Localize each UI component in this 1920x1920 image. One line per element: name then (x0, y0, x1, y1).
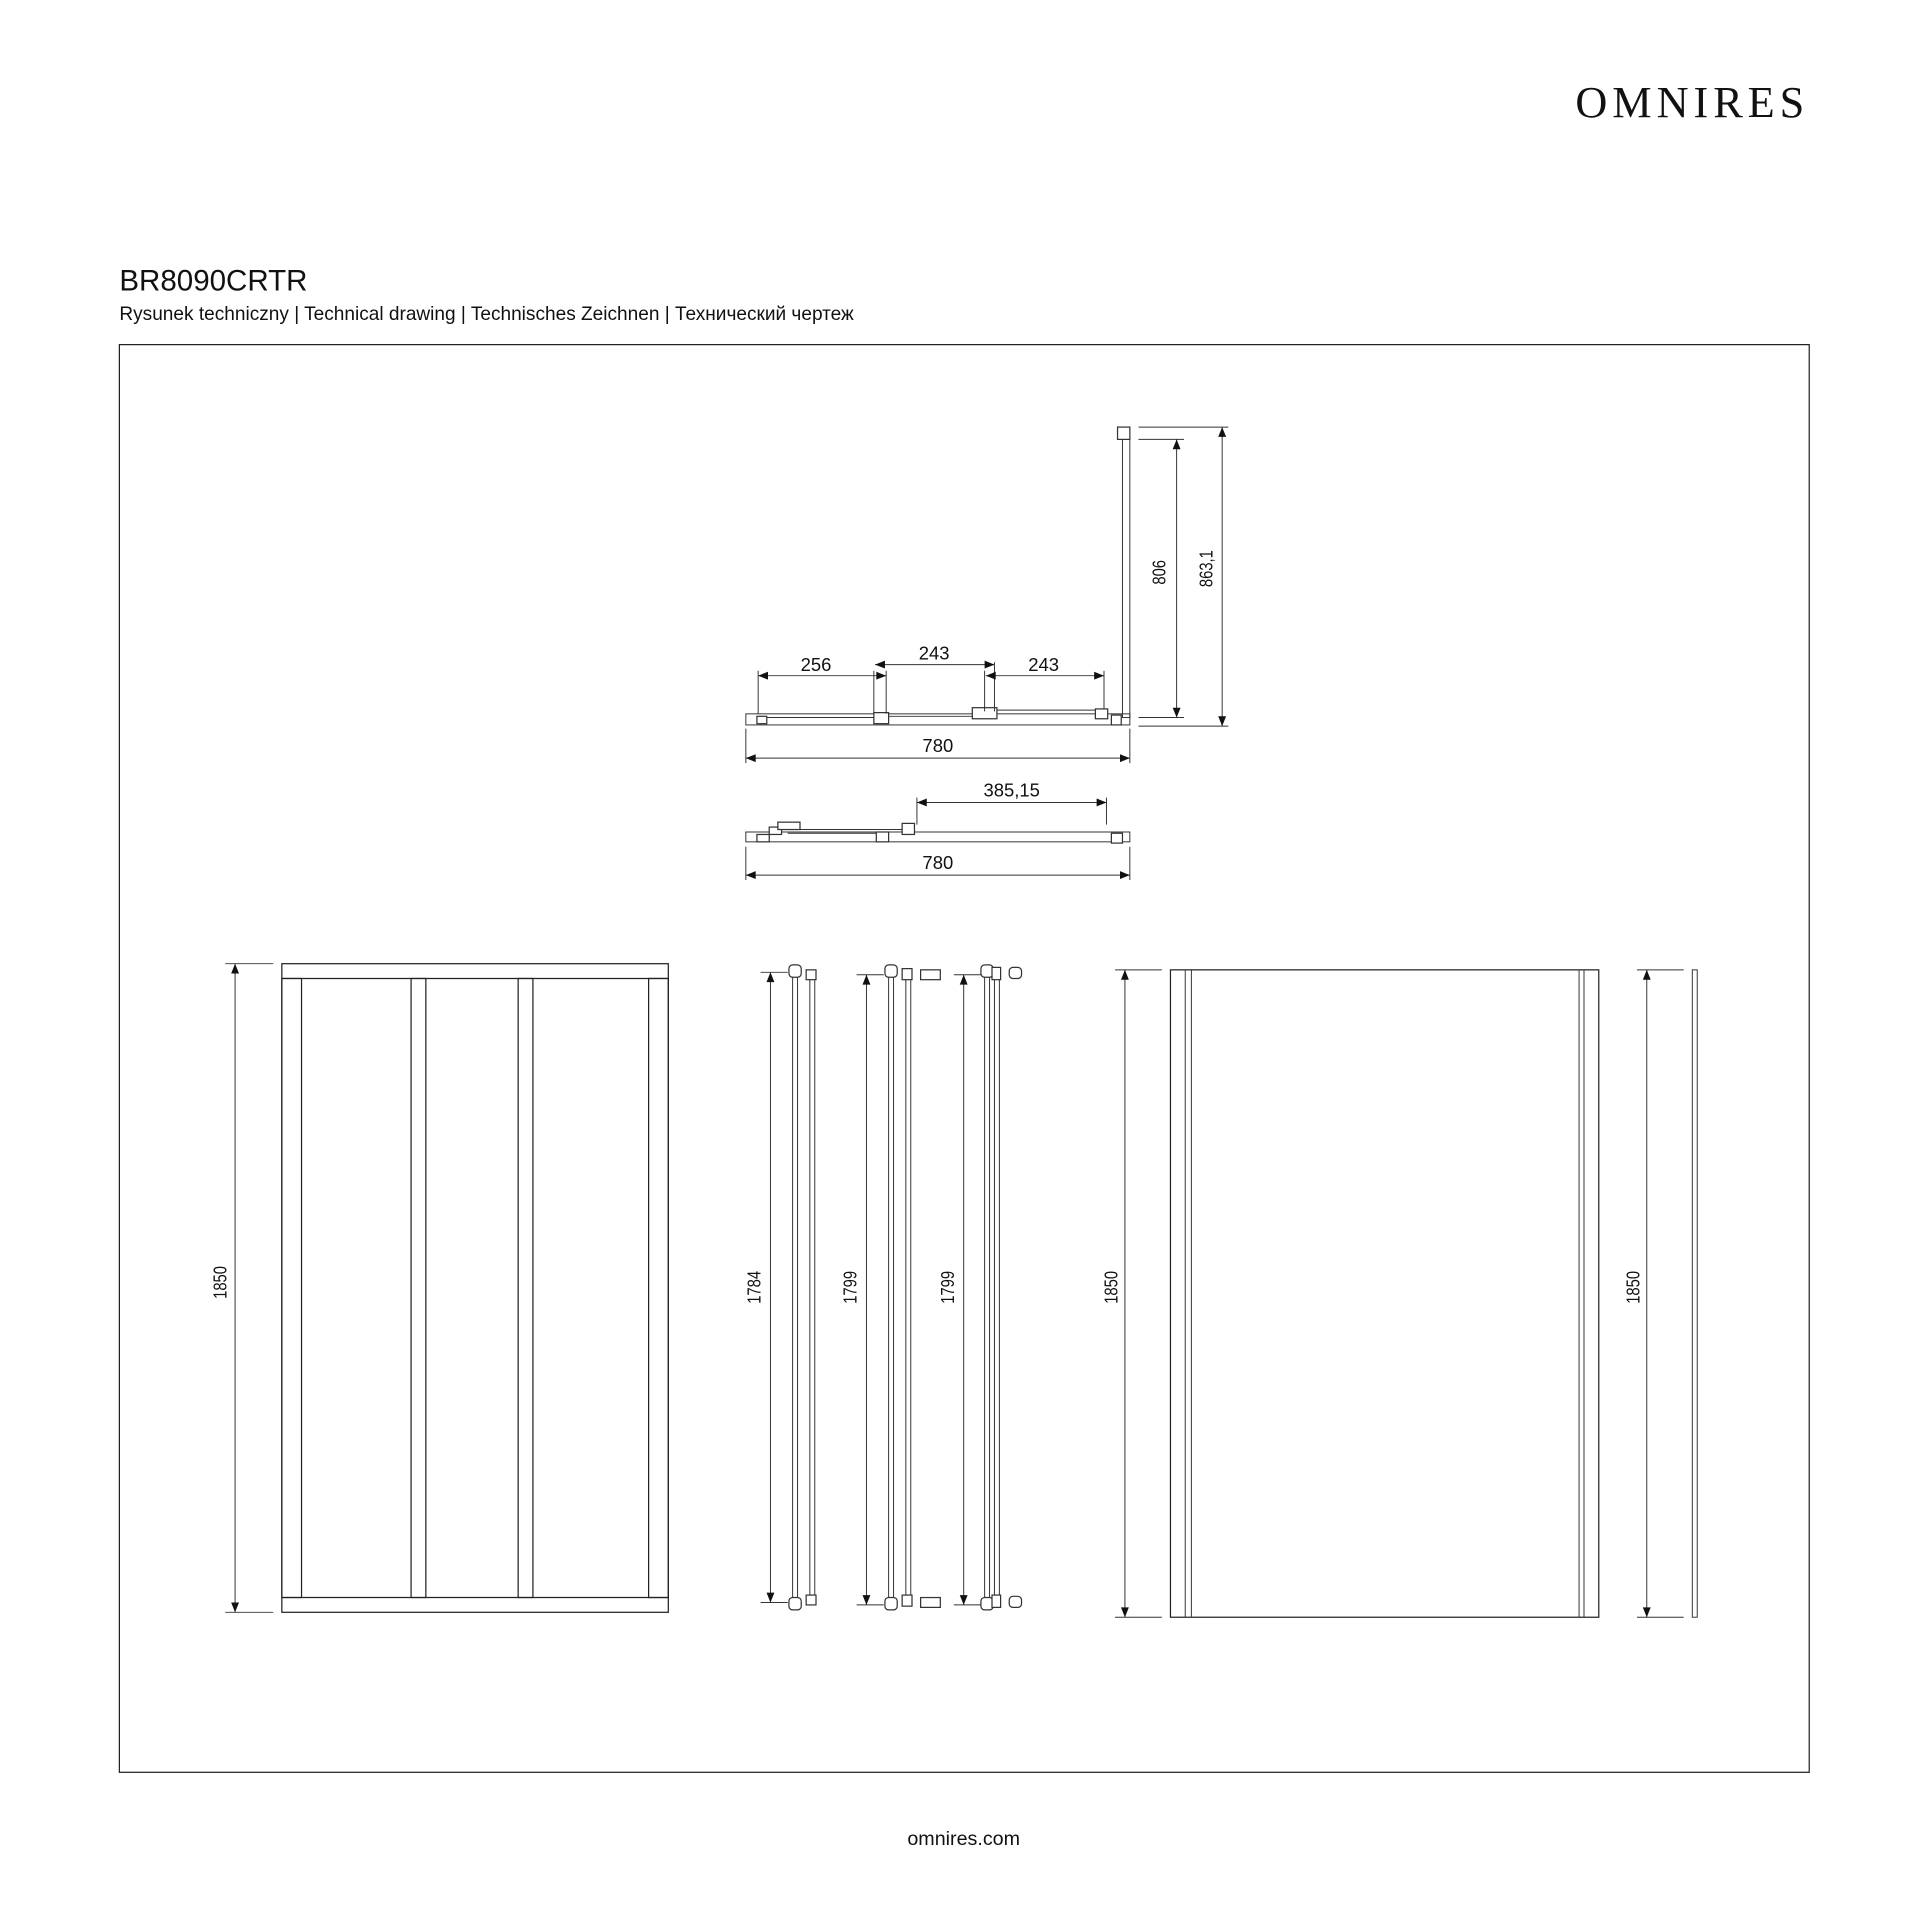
dim-1799-b: 1799 (937, 1271, 958, 1304)
rail-profile-2: 1799 (840, 964, 941, 1611)
dim-780-open: 780 (922, 852, 953, 873)
roller-part (920, 969, 941, 981)
top-view-closed: 256 243 243 780 806 863,1 (745, 426, 1229, 764)
dim-1850-side: 1850 (1101, 1271, 1122, 1304)
product-code: BR8090CRTR (119, 264, 307, 297)
drawing-subtitle: Rysunek techniczny | Technical drawing |… (119, 304, 854, 325)
dim-385-15: 385,15 (983, 779, 1039, 800)
dim-1784: 1784 (744, 1271, 765, 1304)
dim-1799-a: 1799 (840, 1271, 861, 1304)
top-view-open: 385,15 780 (745, 779, 1131, 880)
dim-256: 256 (801, 654, 832, 675)
dim-806: 806 (1149, 560, 1170, 585)
dim-1850-glass: 1850 (1623, 1271, 1644, 1304)
dim-780-top: 780 (922, 735, 953, 756)
dim-243-b: 243 (1028, 654, 1059, 675)
rail-profile-3: 1799 (937, 964, 1023, 1611)
front-panel-view: 1850 (210, 963, 669, 1613)
brand-logo: OMNIRES (1575, 78, 1809, 127)
side-glass-profile: 1850 (1623, 969, 1698, 1618)
side-panel-view: 1850 (1101, 969, 1600, 1618)
footer-website-link[interactable]: omnires.com (907, 1828, 1020, 1850)
drawing-frame (118, 344, 1810, 1773)
dim-863-1: 863,1 (1196, 550, 1217, 587)
dim-1850-front: 1850 (210, 1266, 231, 1299)
dim-243-a: 243 (919, 643, 950, 664)
rail-profile-1: 1784 (744, 964, 817, 1611)
